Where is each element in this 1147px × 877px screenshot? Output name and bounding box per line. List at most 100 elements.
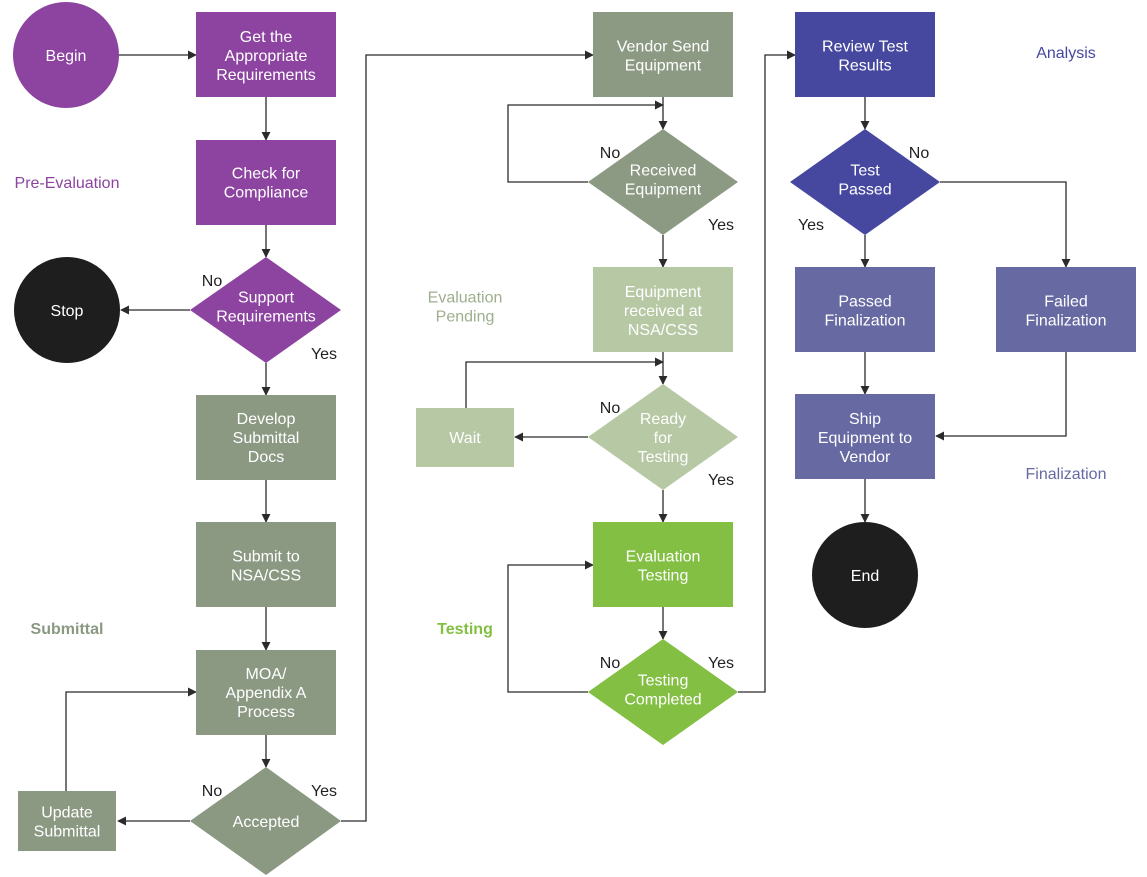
ready-yes-label: Yes (708, 472, 734, 489)
text-line: Finalization (1026, 313, 1107, 330)
edge-accepted-yes-to-vendor-send (341, 50, 594, 822)
edge-passed-no-to-failed-final (940, 181, 1071, 268)
end-node (812, 522, 918, 628)
test-passed-decision (790, 129, 940, 235)
text-line: Equipment (625, 182, 702, 199)
phase-finalization: Finalization (1026, 466, 1107, 483)
begin-node (13, 2, 119, 108)
edge-failed-final-to-ship (935, 352, 1067, 441)
text-line: Support (238, 290, 295, 307)
text-line: Testing (437, 621, 493, 638)
text-line: Equipment (625, 284, 702, 301)
text-line: Accepted (233, 814, 300, 831)
edge-labels: No Yes No Yes No Yes No Yes No Yes No Ye… (202, 145, 930, 800)
phase-pre-evaluation: Pre-Evaluation (15, 175, 120, 192)
passed-no-label: No (909, 145, 930, 162)
begin-label: Begin (46, 48, 87, 65)
moa-node (196, 650, 336, 735)
text-line: Analysis (1036, 45, 1096, 62)
text-line: for (654, 430, 673, 447)
develop-docs-node (196, 395, 336, 480)
text-line: Vendor Send (617, 39, 710, 56)
ship-equipment-node (795, 394, 935, 479)
text-line: Passed (838, 182, 891, 199)
text-line: Update (41, 805, 93, 822)
text-line: End (851, 568, 879, 585)
passed-yes-label: Yes (798, 217, 824, 234)
text-line: Finalization (1026, 466, 1107, 483)
text-line: Submittal (34, 824, 101, 841)
text-line: Equipment to (818, 430, 912, 447)
evaluation-testing-node (593, 522, 733, 607)
review-results-node (795, 12, 935, 97)
text-line: Wait (449, 430, 481, 447)
text-line: No (909, 145, 930, 162)
accepted-decision (190, 767, 341, 875)
text-line: Requirements (216, 67, 316, 84)
text-line: MOA/ (246, 666, 287, 683)
text-line: Submit to (232, 549, 300, 566)
text-line: Yes (311, 346, 337, 363)
phase-testing: Testing (437, 621, 493, 638)
accepted-yes-label: Yes (311, 783, 337, 800)
update-submittal-node (18, 791, 116, 851)
text-line: Appendix A (226, 685, 307, 702)
text-line: Testing (638, 449, 689, 466)
text-line: No (202, 273, 223, 290)
received-equipment-decision (588, 129, 738, 235)
submit-node (196, 522, 336, 607)
text-line: Develop (237, 411, 296, 428)
text-line: Yes (311, 783, 337, 800)
failed-finalization-node (996, 267, 1136, 352)
edge-wait-to-ready (465, 357, 664, 408)
edge-update-to-moa (65, 687, 197, 791)
received-no-label: No (600, 145, 621, 162)
text-line: Submittal (31, 621, 104, 638)
edge-completed-no-loop (507, 560, 594, 693)
stop-label: Stop (51, 303, 84, 320)
text-line: Passed (838, 294, 891, 311)
text-line: Testing (638, 568, 689, 585)
completed-no-label: No (600, 655, 621, 672)
text-line: Received (630, 163, 697, 180)
support-no-label: No (202, 273, 223, 290)
text-line: Pending (436, 309, 495, 326)
text-line: Check for (232, 166, 301, 183)
edge-completed-yes-to-review (738, 50, 796, 693)
text-line: Requirements (216, 309, 316, 326)
end-label: End (851, 568, 879, 585)
get-requirements-node (196, 12, 336, 97)
edge-received-no-loop (507, 100, 664, 183)
text-line: Evaluation (428, 290, 503, 307)
text-line: Get the (240, 29, 293, 46)
text-line: Ship (849, 411, 881, 428)
testing-completed-decision (588, 639, 738, 745)
text-line: Yes (798, 217, 824, 234)
text-line: No (600, 145, 621, 162)
text-line: Test (850, 163, 880, 180)
text-line: Submittal (233, 430, 300, 447)
text-line: Pre-Evaluation (15, 175, 120, 192)
wait-node (416, 408, 514, 467)
text-line: Yes (708, 655, 734, 672)
text-line: Begin (46, 48, 87, 65)
phase-submittal: Submittal (31, 621, 104, 638)
text-line: Yes (708, 472, 734, 489)
text-line: Ready (640, 411, 686, 428)
text-line: No (600, 400, 621, 417)
accepted-no-label: No (202, 783, 223, 800)
stop-node (14, 257, 120, 363)
